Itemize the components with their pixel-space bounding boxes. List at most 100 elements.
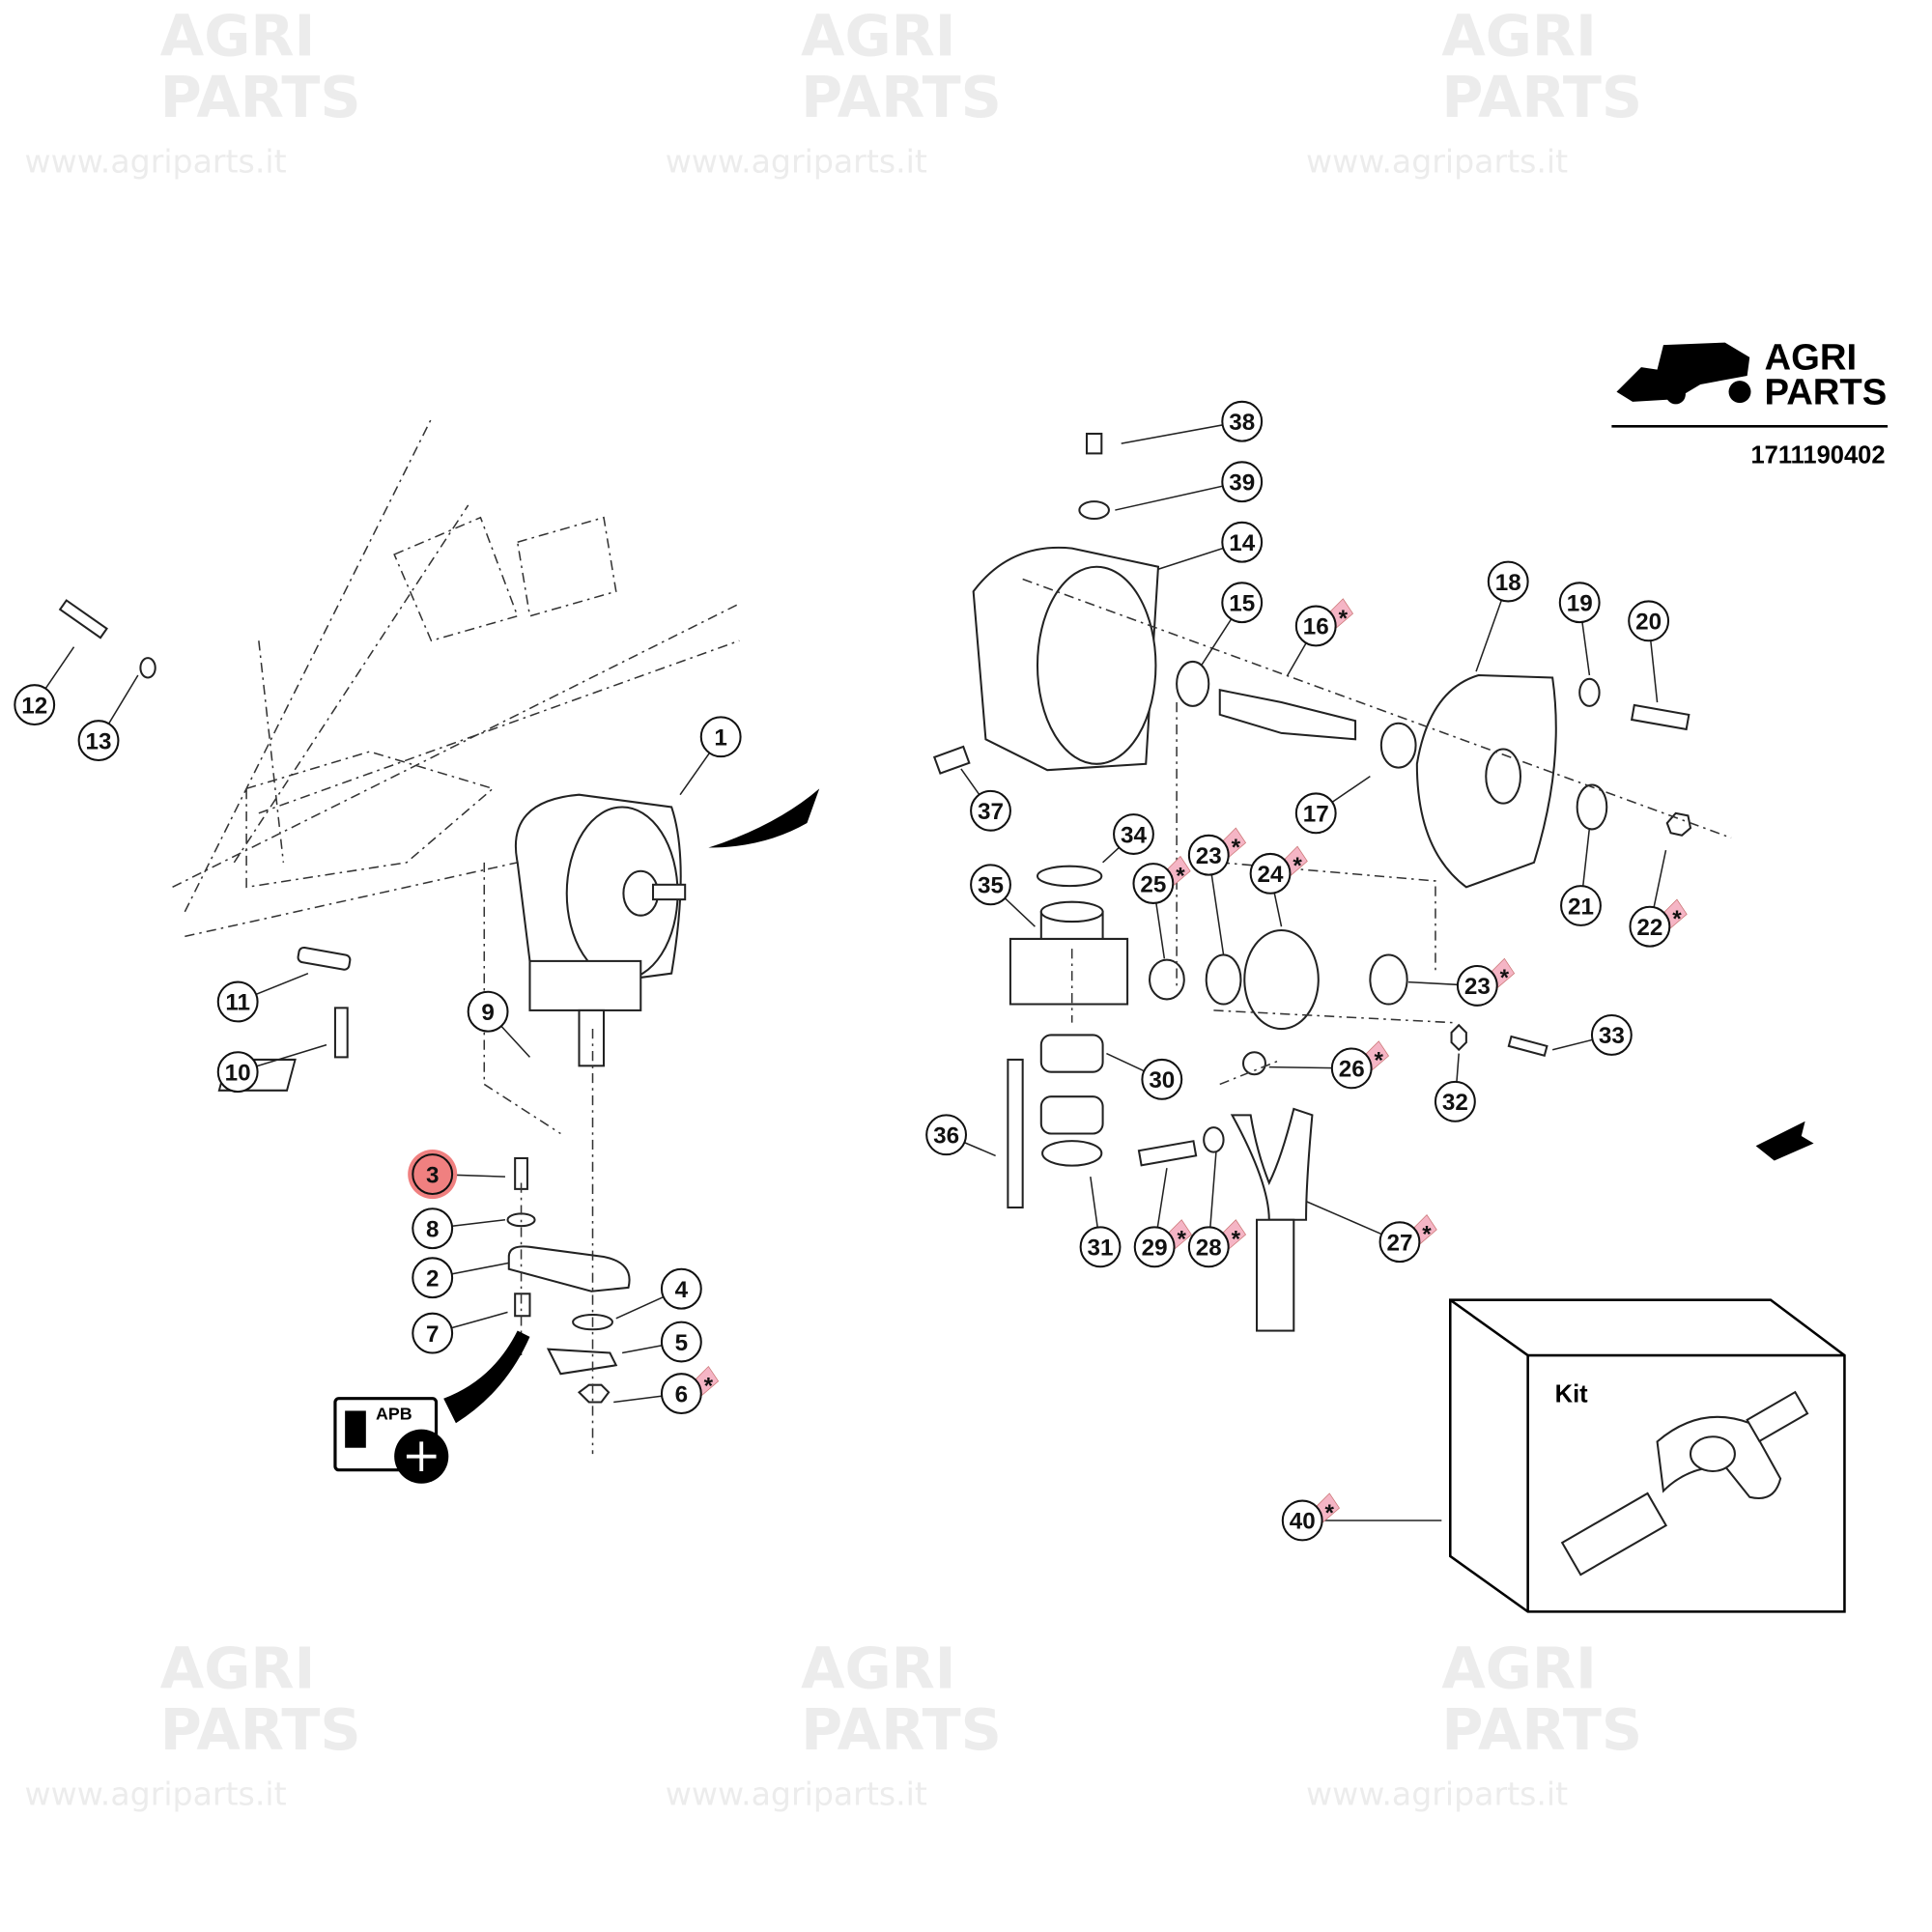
callout-part-26[interactable]: * 26 <box>1330 1040 1390 1090</box>
callout-part-22[interactable]: * 22 <box>1629 898 1688 948</box>
watermark-text: PARTS <box>160 1697 361 1763</box>
callout-part-1[interactable]: 1 <box>699 716 742 758</box>
watermark-text: AGRI <box>160 1635 316 1701</box>
callout-number: 18 <box>1495 570 1521 596</box>
callout-number: 17 <box>1303 802 1329 828</box>
callout-part-15[interactable]: 15 <box>1221 582 1264 624</box>
callout-number: 8 <box>426 1216 439 1242</box>
callout-part-39[interactable]: 39 <box>1221 461 1264 503</box>
diagram-code: 1711190402 <box>1751 442 1886 469</box>
callout-number: 13 <box>86 728 112 754</box>
callout-part-8[interactable]: 8 <box>412 1208 454 1250</box>
watermark-text: AGRI <box>801 3 956 69</box>
callout-number: 16 <box>1303 614 1329 640</box>
watermark-text: PARTS <box>801 1697 1002 1763</box>
callout-number: 20 <box>1635 610 1662 636</box>
watermark-text: www.agriparts.it <box>25 1776 287 1813</box>
callout-number: 3 <box>426 1162 439 1188</box>
star-symbol: * <box>1176 863 1185 889</box>
combine-harvester-icon <box>1616 342 1751 405</box>
callout-part-7[interactable]: 7 <box>412 1312 454 1354</box>
callout-number: 30 <box>1149 1067 1175 1094</box>
callout-part-34[interactable]: 34 <box>1113 813 1154 855</box>
direction-arrow-icon <box>1755 1121 1814 1161</box>
callout-part-30[interactable]: 30 <box>1141 1058 1183 1100</box>
watermark-text: www.agriparts.it <box>666 1776 927 1813</box>
callout-number: 34 <box>1121 822 1147 848</box>
callout-part-38[interactable]: 38 <box>1221 400 1264 442</box>
callout-part-36[interactable]: 36 <box>925 1114 968 1156</box>
star-symbol: * <box>1232 835 1241 861</box>
callout-part-2[interactable]: 2 <box>412 1257 454 1299</box>
callout-part-20[interactable]: 20 <box>1628 600 1670 642</box>
callout-part-32[interactable]: 32 <box>1434 1080 1476 1122</box>
callout-part-14[interactable]: 14 <box>1221 521 1264 563</box>
logo-line1: AGRI <box>1765 337 1858 379</box>
watermark-text: AGRI <box>1441 1635 1597 1701</box>
callout-number: 32 <box>1442 1090 1468 1116</box>
callout-part-21[interactable]: 21 <box>1560 885 1602 926</box>
callout-part-6[interactable]: *6 <box>660 1365 720 1415</box>
callout-part-24[interactable]: * 24 <box>1249 845 1308 895</box>
callout-part-37[interactable]: 37 <box>970 789 1011 832</box>
machine-frame <box>172 418 740 938</box>
callout-part-18[interactable]: 18 <box>1487 560 1529 603</box>
callout-number: 11 <box>225 990 250 1016</box>
callout-part-16[interactable]: * 16 <box>1294 598 1354 647</box>
callout-part-3[interactable]: 3 <box>408 1150 458 1200</box>
callout-part-31[interactable]: 31 <box>1079 1226 1122 1268</box>
arrow-to-exploded-view-icon <box>708 788 820 848</box>
callout-number: 10 <box>225 1060 251 1086</box>
callout-part-9[interactable]: 9 <box>467 990 509 1033</box>
watermark-text: www.agriparts.it <box>1306 143 1568 181</box>
callout-part-23[interactable]: * 23 <box>1187 827 1247 876</box>
logo-line2: PARTS <box>1765 371 1888 412</box>
leader-lines <box>34 420 1667 1404</box>
callout-part-17[interactable]: 17 <box>1294 792 1337 835</box>
callout-number: 36 <box>933 1123 959 1150</box>
callout-part-29[interactable]: *29 <box>1133 1219 1192 1268</box>
agriparts-logo: AGRI PARTS 1711190402 <box>1611 337 1889 469</box>
leader-line <box>1115 480 1242 511</box>
star-symbol: * <box>1293 853 1302 879</box>
callout-part-4[interactable]: 4 <box>660 1267 702 1310</box>
callout-number: 38 <box>1229 410 1255 436</box>
callout-number: 24 <box>1258 862 1284 888</box>
watermark-text: AGRI <box>1441 3 1597 69</box>
watermark-layer: AGRIPARTSwww.agriparts.itAGRIPARTSwww.ag… <box>25 3 1643 1812</box>
callout-number: 29 <box>1142 1236 1168 1262</box>
callout-number: 35 <box>978 873 1004 899</box>
star-symbol: * <box>1500 965 1510 991</box>
kit-label: Kit <box>1555 1381 1589 1408</box>
callout-part-19[interactable]: 19 <box>1558 582 1601 624</box>
star-symbol: * <box>704 1373 714 1399</box>
arrow-to-badge-icon <box>443 1330 530 1424</box>
callout-number: 26 <box>1339 1057 1365 1083</box>
callout-part-10[interactable]: 10 <box>216 1051 259 1094</box>
callout-part-5[interactable]: 5 <box>660 1321 702 1363</box>
callout-number: 22 <box>1636 915 1662 941</box>
apb-add-badge[interactable]: APB <box>333 1330 530 1484</box>
callout-part-11[interactable]: 11 <box>216 980 259 1023</box>
callout-part-25[interactable]: *25 <box>1132 855 1191 904</box>
callout-part-28[interactable]: *28 <box>1187 1219 1247 1268</box>
callout-number: 23 <box>1196 843 1222 869</box>
watermark-text: www.agriparts.it <box>666 143 927 181</box>
star-symbol: * <box>1375 1048 1384 1074</box>
kit-yoke-shaft-image <box>1560 1390 1809 1577</box>
watermark-text: www.agriparts.it <box>25 143 287 181</box>
watermark-text: www.agriparts.it <box>1306 1776 1568 1813</box>
star-symbol: * <box>1339 606 1349 632</box>
callout-part-33[interactable]: 33 <box>1590 1014 1633 1056</box>
callout-part-23[interactable]: *23 <box>1456 957 1516 1007</box>
star-symbol: * <box>1672 906 1682 932</box>
callout-part-40[interactable]: *40 <box>1281 1492 1340 1542</box>
callout-part-27[interactable]: *27 <box>1378 1214 1437 1264</box>
callout-number: 6 <box>675 1381 688 1407</box>
callout-part-12[interactable]: 12 <box>14 684 56 726</box>
callout-part-13[interactable]: 13 <box>77 720 120 762</box>
watermark-text: PARTS <box>801 65 1002 130</box>
callout-part-35[interactable]: 35 <box>970 864 1011 906</box>
callout-number: 2 <box>426 1265 439 1292</box>
